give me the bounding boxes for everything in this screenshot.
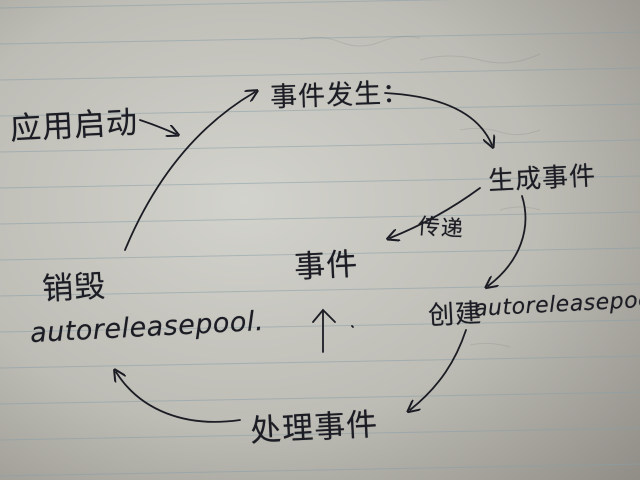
- arrow-create-pool-to-handle: [410, 329, 467, 410]
- label-destroy: 销毁: [41, 268, 108, 308]
- ink-dot: [351, 325, 354, 328]
- arrow-generate-to-create-pool: [488, 195, 527, 286]
- label-handle-event: 处理事件: [249, 406, 380, 450]
- flow-arrows: [116, 92, 527, 423]
- label-generate-event: 生成事件: [487, 161, 597, 197]
- arrow-event-occurs-to-generate: [384, 92, 492, 145]
- label-event-occurs: 事件发生：: [269, 77, 411, 114]
- label-pass: 传递: [417, 214, 465, 243]
- bleed-through-traces: [299, 36, 541, 348]
- arrow-generate-to-pass: [390, 187, 481, 238]
- arrow-handle-to-destroy: [116, 372, 241, 423]
- arrow-destroy-to-event-occurs: [124, 92, 255, 251]
- arrow-app-start: [139, 119, 176, 134]
- label-event: 事件: [293, 246, 360, 286]
- label-app-start: 应用启动: [9, 104, 140, 148]
- arrow-to-event-head: [312, 308, 336, 323]
